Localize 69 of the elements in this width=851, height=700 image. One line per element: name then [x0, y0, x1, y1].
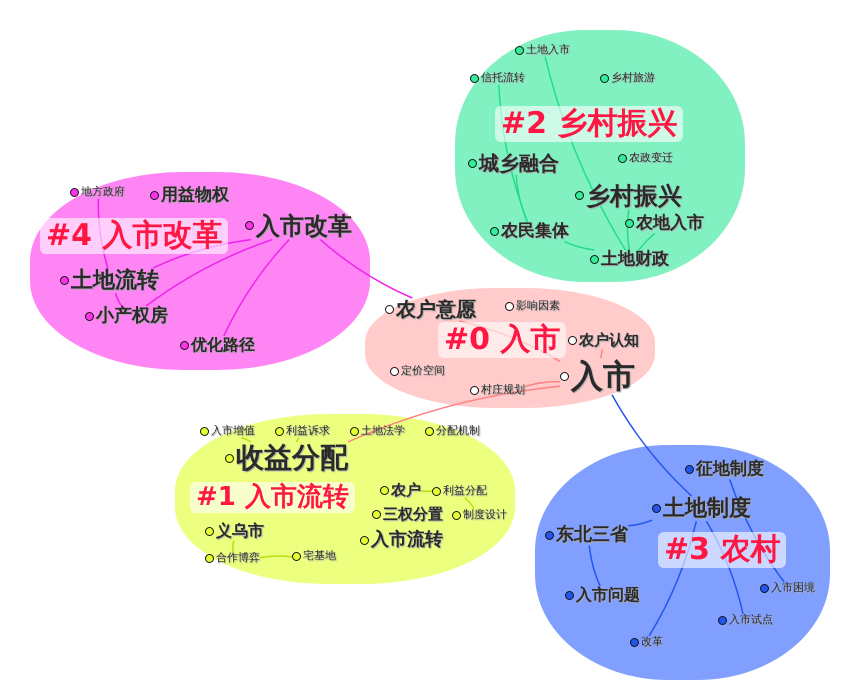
cluster-label: #0 入市 — [438, 322, 566, 358]
keyword-node: 村庄规划 — [470, 384, 525, 397]
keyword-node: 入市改革 — [245, 212, 352, 240]
keyword-node: 改革 — [630, 636, 663, 649]
link-line — [600, 349, 603, 358]
keyword-node: 收益分配 — [225, 442, 348, 474]
link-line — [464, 497, 475, 510]
link-line — [498, 84, 528, 222]
keyword-node: 城乡融合 — [468, 152, 559, 175]
keyword-node: 入市困境 — [760, 582, 815, 595]
link-line — [524, 380, 560, 388]
keyword-node: 农地入市 — [625, 214, 704, 234]
keyword-node: 土地财政 — [590, 250, 669, 270]
keyword-node: 土地制度 — [652, 496, 751, 522]
keyword-node: 农民集体 — [490, 222, 569, 242]
keyword-node: 土地流转 — [60, 268, 159, 294]
keyword-node: 乡村振兴 — [575, 182, 682, 210]
link-line — [588, 546, 601, 586]
link-line — [152, 238, 252, 269]
keyword-node: 影响因素 — [505, 300, 560, 313]
keyword-node: 优化路径 — [180, 336, 255, 354]
keyword-node: 农户认知 — [568, 332, 639, 350]
keyword-node: 小产权房 — [85, 306, 168, 327]
keyword-node: 利益诉求 — [275, 425, 330, 438]
link-line — [706, 520, 744, 614]
link-line — [232, 540, 235, 552]
keyword-node: 信托流转 — [470, 72, 525, 85]
keyword-node: 土地入市 — [515, 44, 570, 57]
link-line — [146, 238, 273, 307]
link-line — [241, 436, 252, 443]
link-line — [260, 555, 292, 558]
cluster-label: #3 农村 — [658, 532, 786, 568]
link-line — [515, 174, 528, 222]
keyword-node: 入市 — [560, 358, 635, 395]
keyword-node: 入市增值 — [200, 425, 255, 438]
link-line — [638, 232, 656, 250]
keyword-node: 合作博弈 — [205, 552, 260, 565]
keyword-node: 农户意愿 — [385, 298, 476, 321]
keyword-node: 入市流转 — [360, 530, 443, 551]
cluster-label: #4 入市改革 — [40, 218, 228, 254]
link-line — [611, 394, 692, 497]
link-line — [320, 239, 413, 299]
keyword-node: 征地制度 — [685, 460, 764, 480]
keyword-node: 农户 — [380, 482, 421, 500]
cluster-label: #2 乡村振兴 — [495, 106, 684, 142]
keyword-node: 乡村旅游 — [600, 72, 655, 85]
keyword-node: 义乌市 — [205, 522, 264, 540]
link-line — [728, 479, 785, 582]
keyword-node: 入市问题 — [565, 586, 640, 604]
keyword-node: 三权分置 — [372, 506, 443, 524]
link-line — [114, 293, 122, 306]
link-line — [564, 240, 595, 251]
keyword-node: 东北三省 — [545, 525, 628, 546]
keyword-node: 定价空间 — [390, 365, 445, 378]
keyword-node: 利益分配 — [432, 485, 487, 498]
keyword-node: 制度设计 — [452, 509, 507, 522]
keyword-node: 宅基地 — [292, 550, 336, 563]
link-line — [544, 56, 626, 250]
link-line — [223, 239, 290, 336]
link-line — [648, 521, 698, 636]
link-line — [420, 490, 432, 492]
link-line — [628, 519, 652, 526]
link-line — [459, 320, 560, 362]
link-line — [626, 210, 630, 250]
keyword-node: 入市试点 — [718, 614, 773, 627]
keyword-node: 农政变迁 — [618, 152, 673, 165]
cluster-label: #1 入市流转 — [190, 482, 355, 514]
keyword-node: 用益物权 — [150, 186, 229, 206]
link-line — [296, 437, 300, 442]
